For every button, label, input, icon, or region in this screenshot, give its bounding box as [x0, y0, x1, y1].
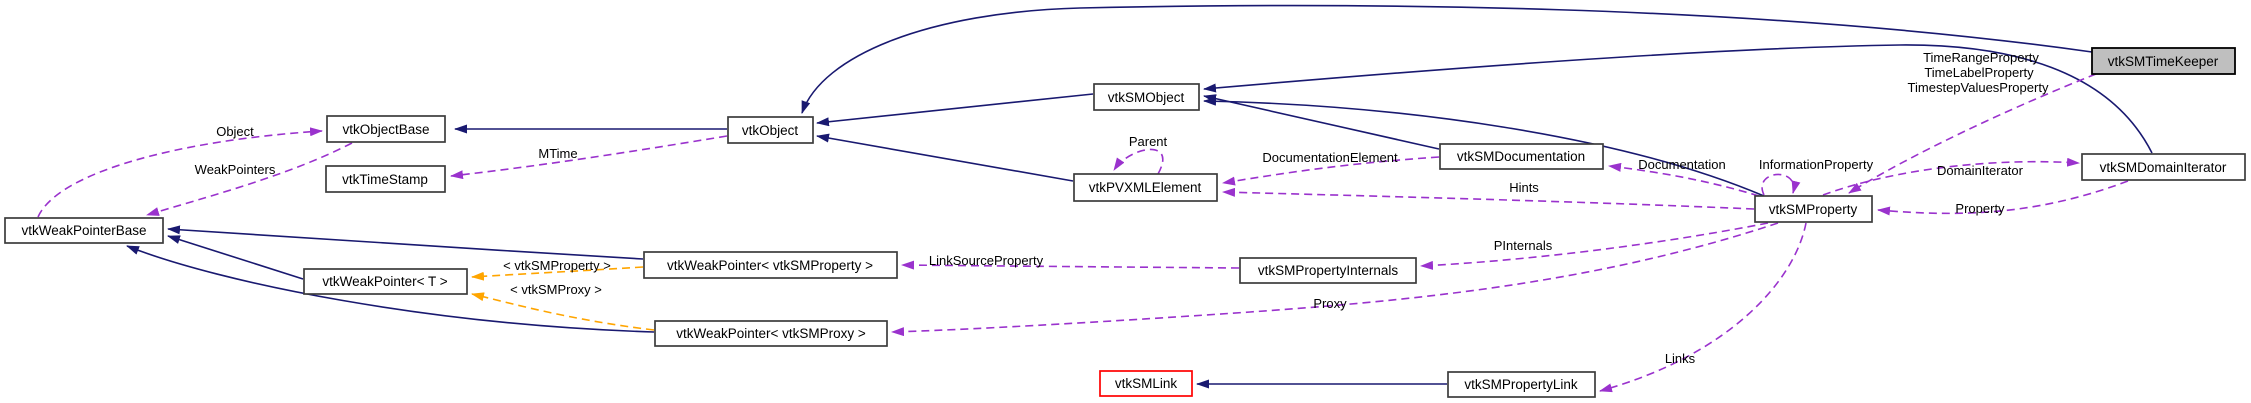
edge-usage-weakpointers: [146, 142, 353, 216]
svg-text:vtkObjectBase: vtkObjectBase: [342, 122, 429, 137]
edge-label-parent: Parent: [1129, 134, 1168, 149]
edge-usage-pinternals: [1420, 222, 1769, 270]
edge-inherit-vtksmtimekeeper-to-vtkobject: [801, 4, 2093, 114]
edge-label-template-vtksmproperty: < vtkSMProperty >: [503, 258, 611, 273]
edge-label-links: Links: [1665, 351, 1696, 366]
node-vtksmobject[interactable]: vtkSMObject: [1093, 83, 1200, 111]
node-vtksmdomainiterator[interactable]: vtkSMDomainIterator: [2081, 153, 2246, 181]
svg-text:vtkSMProperty: vtkSMProperty: [1769, 202, 1858, 217]
svg-text:vtkWeakPointerBase: vtkWeakPointerBase: [21, 223, 146, 238]
node-vtkobject[interactable]: vtkObject: [727, 116, 814, 144]
edge-usage-documentationelement: [1222, 156, 1440, 186]
node-vtktimestamp[interactable]: vtkTimeStamp: [325, 165, 446, 193]
node-vtkweakpointerbase[interactable]: vtkWeakPointerBase: [4, 217, 164, 244]
edge-label-timelabelproperty: TimeLabelProperty: [1924, 65, 2034, 80]
edge-label-object: Object: [216, 124, 254, 139]
edge-usage-proxy: [891, 222, 1779, 337]
edge-inherit-vtkweakpointersmproxy-to-vtkweakpointerbase: [126, 245, 655, 333]
node-vtkweakpointer-vtksmproxy[interactable]: vtkWeakPointer< vtkSMProxy >: [654, 320, 888, 347]
node-vtkpvxmlelement[interactable]: vtkPVXMLElement: [1073, 173, 1218, 202]
edge-usage-domainiterator: [1822, 157, 2080, 196]
edge-template-vtksmproxy: [471, 292, 655, 331]
edge-label-template-vtksmproxy: < vtkSMProxy >: [510, 282, 602, 297]
edge-label-domainiterator: DomainIterator: [1937, 163, 2024, 178]
svg-text:vtkSMPropertyLink: vtkSMPropertyLink: [1464, 377, 1578, 392]
svg-text:vtkSMPropertyInternals: vtkSMPropertyInternals: [1258, 263, 1399, 278]
svg-text:vtkSMObject: vtkSMObject: [1108, 90, 1185, 105]
edge-label-weakpointers: WeakPointers: [195, 162, 276, 177]
edge-label-mtime: MTime: [538, 146, 577, 161]
edge-usage-object: [37, 127, 323, 218]
edge-inherit-vtkweakpointert-to-vtkweakpointerbase: [167, 235, 304, 280]
node-vtkobjectbase[interactable]: vtkObjectBase: [326, 115, 446, 143]
svg-text:vtkPVXMLElement: vtkPVXMLElement: [1089, 180, 1202, 195]
edge-template-vtksmproperty: [471, 266, 644, 281]
edge-label-timestepvaluesproperty: TimestepValuesProperty: [1908, 80, 2049, 95]
svg-text:vtkSMLink: vtkSMLink: [1115, 376, 1178, 391]
edge-inherit-vtksmobject-to-vtkobject: [816, 93, 1094, 127]
edge-usage-hints: [1222, 187, 1755, 210]
edge-label-pinternals: PInternals: [1494, 238, 1553, 253]
edge-usage-parent-self-loop: [1113, 148, 1164, 175]
edge-usage-property: [1877, 180, 2129, 216]
svg-text:vtkWeakPointer< vtkSMProperty: vtkWeakPointer< vtkSMProperty >: [667, 258, 873, 273]
node-vtksmtimekeeper[interactable]: vtkSMTimeKeeper: [2091, 47, 2236, 75]
svg-text:vtkWeakPointer< vtkSMProxy >: vtkWeakPointer< vtkSMProxy >: [676, 326, 866, 341]
edge-inherit-vtksmproperty-to-vtksmobject: [1203, 96, 1765, 197]
edge-usage-timekeeper-properties: [1848, 73, 2097, 194]
edge-label-property: Property: [1955, 201, 2005, 216]
edge-label-linksourceproperty: LinkSourceProperty: [929, 253, 1044, 268]
edge-usage-linksourceproperty: [901, 260, 1240, 270]
edge-inherit-vtkpvxmlelement-to-vtkobject: [816, 133, 1074, 182]
edge-label-hints: Hints: [1509, 180, 1539, 195]
svg-text:vtkTimeStamp: vtkTimeStamp: [342, 172, 428, 187]
edge-inherit-vtkweakpointersmproperty-to-vtkweakpointerbase: [167, 225, 644, 260]
edge-inherit-vtksmdomainiterator-to-vtksmobject: [1203, 44, 2153, 154]
edge-usage-links: [1599, 222, 1807, 393]
node-vtksmlink[interactable]: vtkSMLink: [1099, 370, 1193, 397]
edge-usage-mtime: [450, 135, 728, 180]
edge-usage-informationproperty-self-loop: [1761, 173, 1801, 196]
svg-text:vtkSMTimeKeeper: vtkSMTimeKeeper: [2108, 54, 2219, 69]
svg-text:vtkObject: vtkObject: [742, 123, 799, 138]
edge-label-informationproperty: InformationProperty: [1759, 157, 1874, 172]
edge-usage-documentation: [1608, 162, 1760, 197]
node-vtksmpropertyinternals[interactable]: vtkSMPropertyInternals: [1239, 257, 1417, 284]
edge-label-proxy: Proxy: [1313, 296, 1347, 311]
node-vtkweakpointer-t[interactable]: vtkWeakPointer< T >: [303, 268, 468, 295]
edge-label-timerangeproperty: TimeRangeProperty: [1923, 50, 2039, 65]
edge-label-documentation: Documentation: [1638, 157, 1725, 172]
edge-inherit-vtksmdocumentation-to-vtksmobject: [1203, 94, 1440, 150]
svg-text:vtkWeakPointer< T >: vtkWeakPointer< T >: [322, 274, 447, 289]
node-vtksmpropertylink[interactable]: vtkSMPropertyLink: [1447, 371, 1596, 398]
node-vtkweakpointer-vtksmproperty[interactable]: vtkWeakPointer< vtkSMProperty >: [643, 251, 898, 279]
edge-label-documentationelement: DocumentationElement: [1262, 150, 1398, 165]
svg-text:vtkSMDocumentation: vtkSMDocumentation: [1457, 149, 1585, 164]
node-vtksmproperty[interactable]: vtkSMProperty: [1754, 195, 1873, 223]
node-vtksmdocumentation[interactable]: vtkSMDocumentation: [1439, 143, 1604, 170]
svg-text:vtkSMDomainIterator: vtkSMDomainIterator: [2100, 160, 2227, 175]
